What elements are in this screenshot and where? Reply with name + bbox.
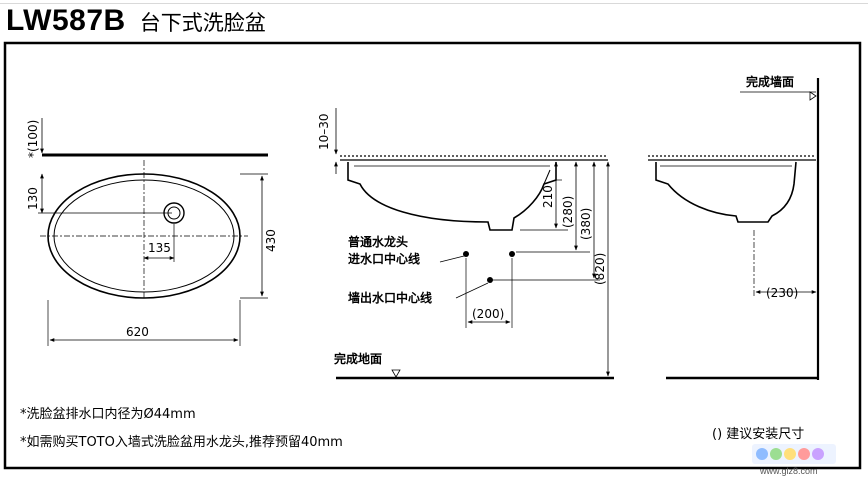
note-drain: *洗脸盆排水口内径为Ø44mm — [20, 406, 196, 422]
dim-top-text: *(100) — [26, 120, 40, 158]
legend-note: () 建议安装尺寸 — [712, 427, 804, 442]
side-view: 完成墙面 (230) — [648, 74, 820, 380]
title-bar: LW587B 台下式洗脸盆 — [6, 4, 266, 44]
dim-drain-center-text: 135 — [148, 241, 171, 255]
watermark-logo — [752, 444, 836, 464]
top-rule — [0, 3, 868, 4]
dim-210-text: 210 — [541, 185, 555, 208]
dim-height-text: 430 — [264, 229, 278, 252]
supply-point-right — [509, 251, 515, 257]
product-name: 台下式洗脸盆 — [139, 11, 266, 35]
plan-view: *(100) 130 135 430 620 — [26, 118, 278, 346]
watermark-site: www.glz8.com — [759, 466, 818, 476]
dim-380-text: (380) — [579, 208, 593, 240]
section-view: 10–30 210 (280) (380) (820) 普通水龙头 进水口中心线… — [317, 108, 614, 380]
wall-outlet-label: 墙出水口中心线 — [348, 290, 432, 305]
basin-section-outline — [347, 162, 557, 231]
dim-200-text: (200) — [472, 307, 504, 321]
model-number: LW587B — [6, 4, 126, 37]
note-faucet: *如需购买TOTO入墙式洗脸盆用水龙头,推荐预留40mm — [20, 434, 343, 450]
wall-label: 完成墙面 — [746, 74, 794, 89]
dim-280-text: (280) — [561, 196, 575, 228]
wall-outlet-point — [487, 277, 493, 283]
faucet-label-line2: 进水口中心线 — [348, 251, 420, 266]
dim-width-text: 620 — [126, 325, 149, 339]
dim-thickness-text: 10–30 — [317, 113, 331, 150]
drawing-frame — [3, 41, 862, 470]
dim-230-text: (230) — [766, 286, 798, 300]
side-basin-outline — [655, 161, 797, 223]
dim-drain-offset-text: 130 — [26, 187, 40, 210]
floor-label: 完成地面 — [334, 351, 382, 366]
supply-point-left — [463, 251, 469, 257]
faucet-label-line1: 普通水龙头 — [348, 234, 408, 249]
dim-820-text: (820) — [593, 253, 607, 285]
